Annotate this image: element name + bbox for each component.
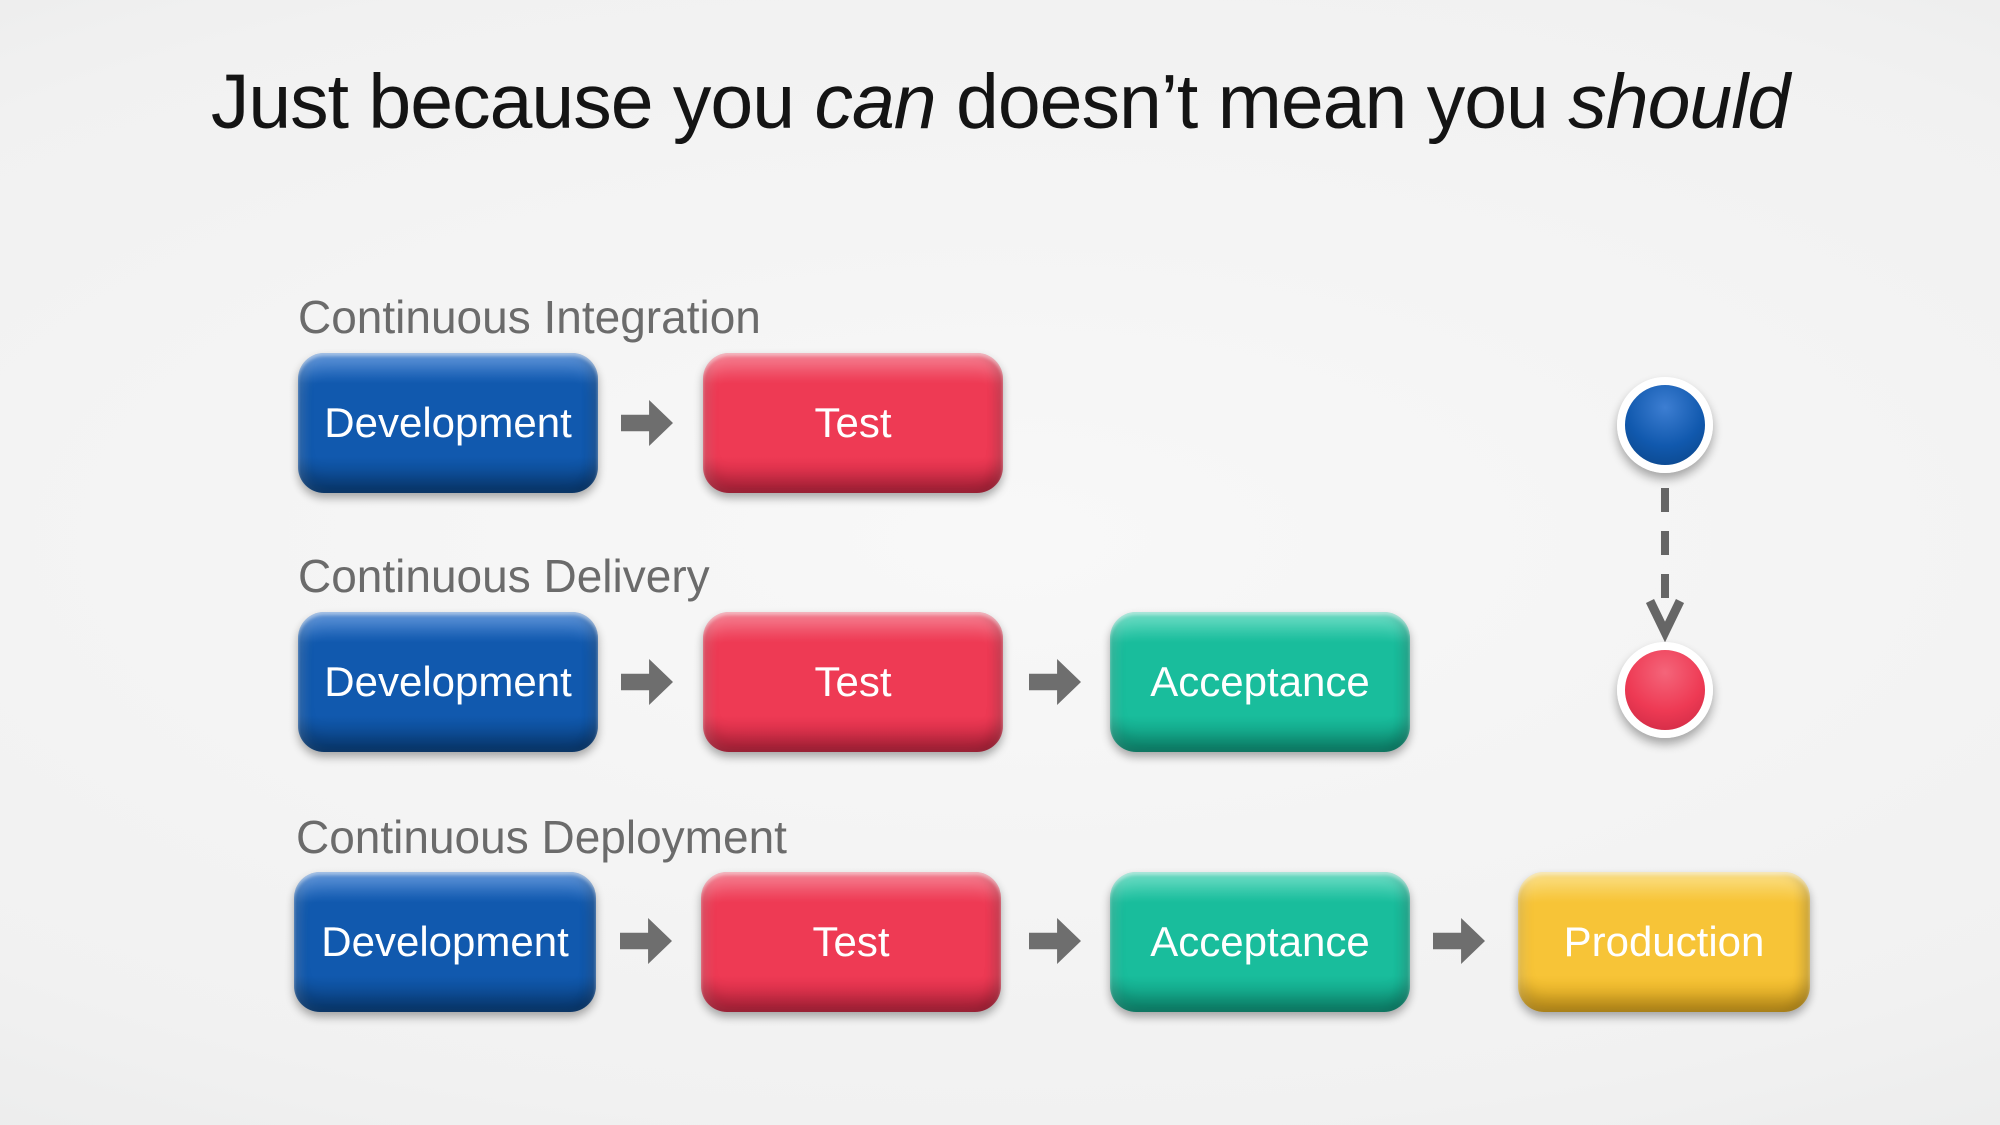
stage-box-development-row1: Development [298, 353, 598, 493]
flow-arrow-icon [1029, 659, 1081, 705]
flow-arrow-icon [1433, 918, 1485, 964]
stage-box-acceptance-row3: Acceptance [1110, 872, 1410, 1012]
title-italic-can: can [814, 59, 936, 145]
row-label-continuous-delivery: Continuous Delivery [298, 550, 710, 602]
flow-arrow-icon [621, 659, 673, 705]
stage-box-test-row3: Test [701, 872, 1001, 1012]
row-label-continuous-deployment: Continuous Deployment [296, 811, 787, 863]
stage-box-acceptance-row2: Acceptance [1110, 612, 1410, 752]
title-italic-should: should [1568, 59, 1790, 145]
stage-box-test-row2: Test [703, 612, 1003, 752]
red-circle-icon [1617, 642, 1713, 738]
title-text-2: doesn’t mean you [935, 59, 1569, 145]
blue-circle-icon [1617, 377, 1713, 473]
stage-box-production-row3: Production [1518, 872, 1810, 1012]
title-text-1: Just because you [210, 59, 815, 145]
dashed-down-arrow-icon [1645, 488, 1685, 643]
flow-arrow-icon [621, 400, 673, 446]
row-label-continuous-integration: Continuous Integration [298, 291, 761, 343]
flow-arrow-icon [620, 918, 672, 964]
stage-box-development-row3: Development [294, 872, 596, 1012]
slide-title: Just because you can doesn’t mean you sh… [0, 58, 2000, 147]
flow-arrow-icon [1029, 918, 1081, 964]
stage-box-development-row2: Development [298, 612, 598, 752]
stage-box-test-row1: Test [703, 353, 1003, 493]
